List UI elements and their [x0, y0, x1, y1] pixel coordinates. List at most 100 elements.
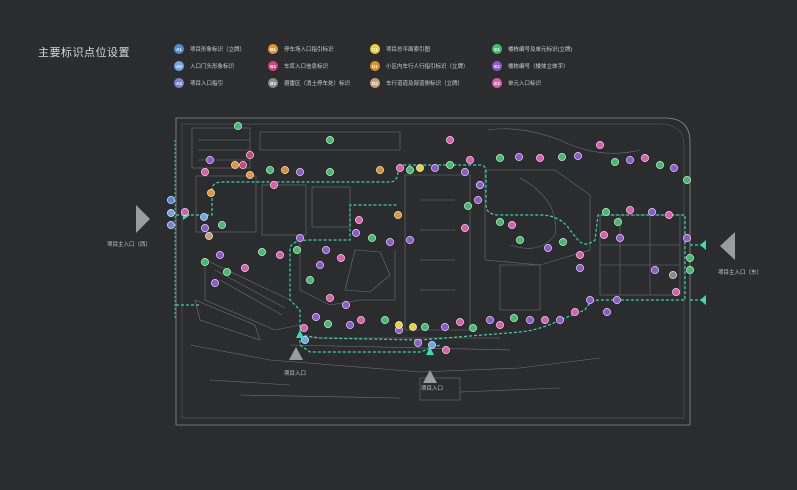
sign-marker-e1	[686, 266, 694, 274]
legend-label: 项目总平面索引图	[386, 47, 431, 53]
legend-label: 项目入口指引	[190, 81, 224, 87]
sign-marker-e1	[614, 218, 622, 226]
sign-marker-b1	[231, 161, 239, 169]
legend-label: 车行道道及部道侧标识（立牌）	[386, 81, 464, 87]
sign-marker-e1	[258, 248, 266, 256]
sign-marker-e3	[326, 294, 334, 302]
south-entrance-label-2: 项目入口	[421, 386, 444, 392]
legend-swatch: A3	[174, 78, 184, 88]
legend-swatch: B1	[268, 44, 278, 54]
south-entrance-label-1: 项目入口	[284, 371, 307, 377]
sign-marker-e2	[556, 316, 564, 324]
sign-marker-e2	[461, 168, 469, 176]
sign-marker-e2	[515, 153, 523, 161]
sign-marker-a2	[200, 213, 208, 221]
sign-marker-e3	[576, 251, 584, 259]
sign-marker-e1	[611, 158, 619, 166]
sign-marker-e1	[558, 153, 566, 161]
sign-marker-e3	[600, 231, 608, 239]
sign-marker-a1	[167, 196, 175, 204]
legend-swatch: D1	[370, 61, 380, 71]
site-boundary	[175, 117, 691, 426]
sign-marker-e1	[683, 176, 691, 184]
legend-label: 避雷区（消土停车处）标识	[284, 81, 351, 87]
sign-marker-e2	[586, 296, 594, 304]
route-arrows	[183, 210, 706, 355]
sign-marker-e2	[526, 316, 534, 324]
sign-marker-e1	[368, 234, 376, 242]
sign-marker-e3	[456, 318, 464, 326]
sign-marker-e2	[616, 234, 624, 242]
west-entrance-label: 项目主入口（西）	[107, 242, 152, 248]
south-entrance-arrow-2	[423, 370, 437, 383]
sign-marker-e2	[206, 156, 214, 164]
sign-marker-e1	[469, 324, 477, 332]
sign-marker-e2	[386, 238, 394, 246]
sign-marker-e2	[576, 264, 584, 272]
sign-marker-e2	[296, 234, 304, 242]
sign-marker-e3	[626, 206, 634, 214]
sign-marker-e2	[322, 246, 330, 254]
sign-marker-e2	[651, 266, 659, 274]
legend-label: 入口门头形象标识	[190, 64, 235, 70]
page-title: 主要标识点位设置	[38, 47, 130, 59]
legend-item-b3: B3 避雷区（消土停车处）标识	[268, 78, 350, 88]
sign-marker-d1	[376, 166, 384, 174]
sign-marker-e3	[508, 221, 516, 229]
sign-marker-e1	[602, 208, 610, 216]
sign-marker-e2	[574, 152, 582, 160]
sign-marker-e2	[683, 234, 691, 242]
sign-marker-e3	[241, 264, 249, 272]
sign-marker-e2	[613, 296, 621, 304]
sign-marker-a2	[301, 336, 309, 344]
legend-swatch: D2	[370, 78, 380, 88]
sign-marker-e2	[352, 229, 360, 237]
sign-marker-e1	[446, 161, 454, 169]
sign-marker-e2	[316, 261, 324, 269]
legend-swatch: E2	[492, 61, 502, 71]
sign-marker-e2	[670, 164, 678, 172]
sign-marker-e3	[201, 168, 209, 176]
legend-item-d2: D2 车行道道及部道侧标识（立牌）	[370, 78, 463, 88]
sign-marker-e1	[686, 254, 694, 262]
sign-marker-e3	[446, 136, 454, 144]
sign-marker-e2	[431, 164, 439, 172]
sign-marker-e3	[536, 154, 544, 162]
legend-swatch: B3	[268, 78, 278, 88]
sign-marker-e3	[396, 164, 404, 172]
sign-marker-e2	[312, 313, 320, 321]
sign-marker-e1	[464, 202, 472, 210]
sign-marker-e1	[293, 246, 301, 254]
sign-marker-e1	[326, 136, 334, 144]
sign-marker-e1	[223, 268, 231, 276]
west-entrance-arrow	[136, 205, 150, 233]
sign-marker-e2	[296, 168, 304, 176]
sign-marker-e1	[306, 276, 314, 284]
sign-marker-e3	[466, 156, 474, 164]
sign-marker-c1	[395, 321, 403, 329]
legend-label: 项目形象标识（立牌）	[190, 47, 246, 53]
sign-marker-e1	[218, 221, 226, 229]
sign-marker-e2	[476, 181, 484, 189]
sign-marker-a2	[167, 209, 175, 217]
sign-marker-e3	[270, 181, 278, 189]
sign-marker-e2	[414, 339, 422, 347]
sign-marker-e1	[510, 314, 518, 322]
walkway-route	[176, 164, 705, 353]
legend-label: 楼栋编号及单元标识(立牌)	[508, 47, 573, 53]
legend-swatch: C1	[370, 44, 380, 54]
sign-marker-e1	[234, 122, 242, 130]
sign-marker-e1	[406, 166, 414, 174]
sign-marker-d2	[205, 232, 213, 240]
sign-marker-e2	[406, 236, 414, 244]
sign-marker-a3	[167, 221, 175, 229]
sign-marker-e1	[496, 218, 504, 226]
legend-label: 楼栋编号（楼体立体字）	[508, 64, 569, 70]
sign-marker-e2	[486, 316, 494, 324]
sign-marker-e1	[201, 258, 209, 266]
sign-marker-e2	[474, 196, 482, 204]
